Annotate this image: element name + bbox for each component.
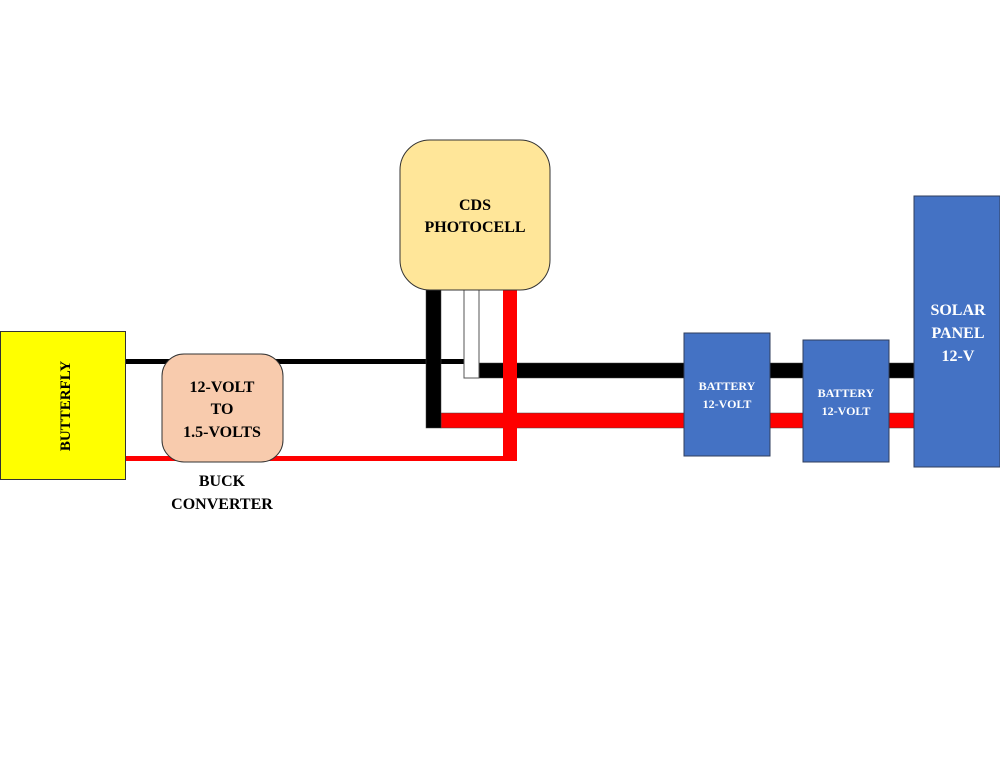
- battery-1: BATTERY 12-VOLT: [683, 332, 771, 457]
- battery-2: BATTERY 12-VOLT: [802, 339, 890, 463]
- buck-converter-box: 12-VOLT TO 1.5-VOLTS: [161, 353, 284, 463]
- buck-caption-2: CONVERTER: [171, 496, 273, 513]
- wire-red-butterfly: [126, 456, 517, 461]
- solar-panel: SOLAR PANEL 12-V: [913, 195, 1000, 468]
- solar-line-1: SOLAR: [930, 302, 986, 319]
- photocell-line-1: CDS: [459, 197, 491, 214]
- butterfly-box: BUTTERFLY: [0, 331, 126, 480]
- solar-line-2: PANEL: [931, 325, 984, 342]
- wire-red-photocell: [503, 288, 517, 461]
- battery-2-line-1: BATTERY: [818, 386, 875, 400]
- butterfly-label: BUTTERFLY: [58, 361, 74, 451]
- buck-line-1: 12-VOLT: [190, 379, 255, 396]
- buck-line-3: 1.5-VOLTS: [183, 424, 261, 441]
- solar-line-3: 12-V: [942, 348, 975, 365]
- photocell-box: CDS PHOTOCELL: [399, 139, 551, 291]
- buck-caption-1: BUCK: [199, 473, 246, 490]
- wire-white-photocell: [463, 287, 480, 379]
- photocell-line-2: PHOTOCELL: [424, 219, 525, 236]
- battery-1-line-2: 12-VOLT: [703, 397, 752, 411]
- wire-black-butterfly: [126, 359, 466, 364]
- buck-line-2: TO: [211, 401, 234, 418]
- wire-black-photocell: [425, 287, 442, 429]
- battery-1-line-1: BATTERY: [699, 379, 756, 393]
- battery-2-line-2: 12-VOLT: [822, 404, 871, 418]
